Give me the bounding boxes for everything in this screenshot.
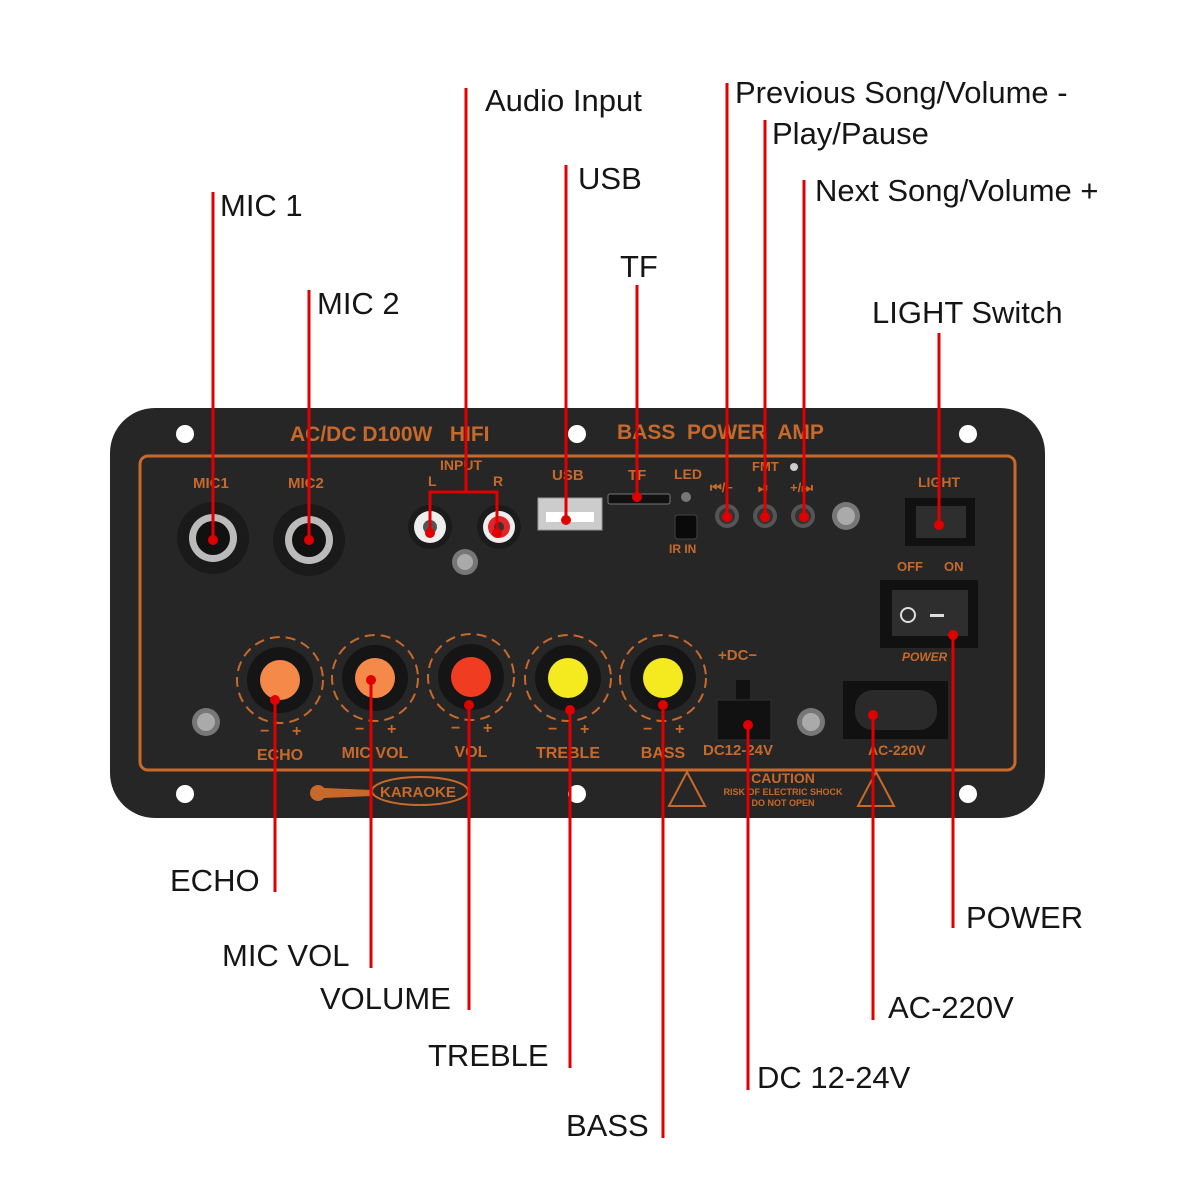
input-label: INPUT xyxy=(440,457,482,473)
leader-dot xyxy=(632,492,642,502)
leader-dot xyxy=(270,695,280,705)
panel-title-left: AC/DC D100W HIFI xyxy=(290,423,490,446)
leader-dot xyxy=(948,630,958,640)
input-r-label: R xyxy=(493,473,503,489)
callout-next-song: Next Song/Volume + xyxy=(815,173,1099,208)
dc-polarity-label: +DC− xyxy=(718,647,757,664)
callout-power: POWER xyxy=(966,900,1084,935)
mic1-label: MIC1 xyxy=(193,475,229,492)
ir-in-label: IR IN xyxy=(669,542,696,556)
leader-dot xyxy=(722,512,732,522)
leader-dot xyxy=(760,512,770,522)
leader-line xyxy=(428,88,468,533)
panel-title-right: BASS POWER AMP xyxy=(617,421,824,444)
screw xyxy=(832,502,860,530)
callout-play-pause: Play/Pause xyxy=(772,116,929,151)
callout-treble: TREBLE xyxy=(428,1038,549,1073)
prev-symbol: ⏮/− xyxy=(710,480,733,495)
screw xyxy=(452,549,478,575)
leader-dot xyxy=(425,528,435,538)
vol-panel-label: VOL xyxy=(455,744,488,761)
leader-dot xyxy=(366,675,376,685)
minus-label: − xyxy=(355,721,364,738)
leader-dot xyxy=(492,528,502,538)
callout-echo: ECHO xyxy=(170,863,260,898)
leader-dot xyxy=(799,512,809,522)
callout-dc: DC 12-24V xyxy=(757,1060,911,1095)
leader-dot xyxy=(304,535,314,545)
plus-label: + xyxy=(292,723,301,740)
dc-connector xyxy=(716,699,772,741)
vol-knob[interactable] xyxy=(427,633,515,721)
leader-dot xyxy=(743,720,753,730)
off-label: OFF xyxy=(897,559,923,574)
leader-dot xyxy=(565,705,575,715)
on-label: ON xyxy=(944,559,964,574)
rca-right-jack xyxy=(477,505,521,549)
minus-label: − xyxy=(451,720,460,737)
warning-icon xyxy=(856,769,896,807)
fmt-indicator xyxy=(790,463,798,471)
treble-panel-label: TREBLE xyxy=(536,745,600,762)
leader-dot xyxy=(208,535,218,545)
power-label: POWER xyxy=(902,650,948,664)
dc-label: DC12-24V xyxy=(703,742,773,759)
power-switch[interactable] xyxy=(892,590,968,636)
callout-mic1: MIC 1 xyxy=(220,188,303,223)
ir-receiver xyxy=(674,514,698,540)
panel-border xyxy=(138,454,1017,772)
caution-line-1: RISK OF ELECTRIC SHOCK xyxy=(723,787,843,797)
bass-knob[interactable] xyxy=(619,634,707,722)
mic-icon xyxy=(310,785,326,801)
echo-knob[interactable] xyxy=(236,636,324,724)
plus-label: + xyxy=(580,721,589,738)
mic-icon-handle xyxy=(324,788,372,798)
mount-holes xyxy=(176,425,977,803)
leader-dot xyxy=(868,710,878,720)
caution-title: CAUTION xyxy=(751,770,815,786)
warning-icon xyxy=(667,769,707,807)
minus-label: − xyxy=(260,723,269,740)
ac-socket xyxy=(855,690,937,730)
power-on-symbol xyxy=(930,614,944,617)
dc-latch xyxy=(736,680,750,704)
input-l-label: L xyxy=(428,473,437,489)
usb-label: USB xyxy=(552,467,584,484)
callout-ac: AC-220V xyxy=(888,990,1014,1025)
plus-label: + xyxy=(483,720,492,737)
leader-dot xyxy=(561,515,571,525)
leader-dot xyxy=(658,700,668,710)
treble-knob[interactable] xyxy=(524,634,612,722)
leader-dot xyxy=(464,700,474,710)
led-indicator xyxy=(681,492,691,502)
karaoke-label: KARAOKE xyxy=(380,784,456,801)
plus-label: + xyxy=(387,721,396,738)
screw xyxy=(192,708,220,736)
mic2-label: MIC2 xyxy=(288,475,324,492)
led-label: LED xyxy=(674,466,702,482)
caution-line-2: DO NOT OPEN xyxy=(751,798,814,808)
power-off-symbol xyxy=(900,607,916,623)
screw xyxy=(797,708,825,736)
callout-audio-input: Audio Input xyxy=(485,83,642,118)
ac-label: AC-220V xyxy=(868,742,926,758)
callout-previous-song: Previous Song/Volume - xyxy=(735,75,1068,110)
leader-dot xyxy=(934,520,944,530)
next-symbol: +/⏭ xyxy=(790,480,813,495)
leader-line xyxy=(466,490,499,533)
callout-bass: BASS xyxy=(566,1108,649,1143)
callout-volume: VOLUME xyxy=(320,981,451,1016)
callout-usb: USB xyxy=(578,161,642,196)
minus-label: − xyxy=(643,721,652,738)
callout-mic2: MIC 2 xyxy=(317,286,400,321)
callout-light-switch: LIGHT Switch xyxy=(872,295,1063,330)
play-symbol: ⏯ xyxy=(758,480,768,495)
mic-vol-panel-label: MIC VOL xyxy=(342,745,409,762)
echo-panel-label: ECHO xyxy=(257,747,303,764)
minus-label: − xyxy=(548,721,557,738)
callout-tf: TF xyxy=(620,249,658,284)
plus-label: + xyxy=(675,721,684,738)
callout-mic-vol: MIC VOL xyxy=(222,938,350,973)
